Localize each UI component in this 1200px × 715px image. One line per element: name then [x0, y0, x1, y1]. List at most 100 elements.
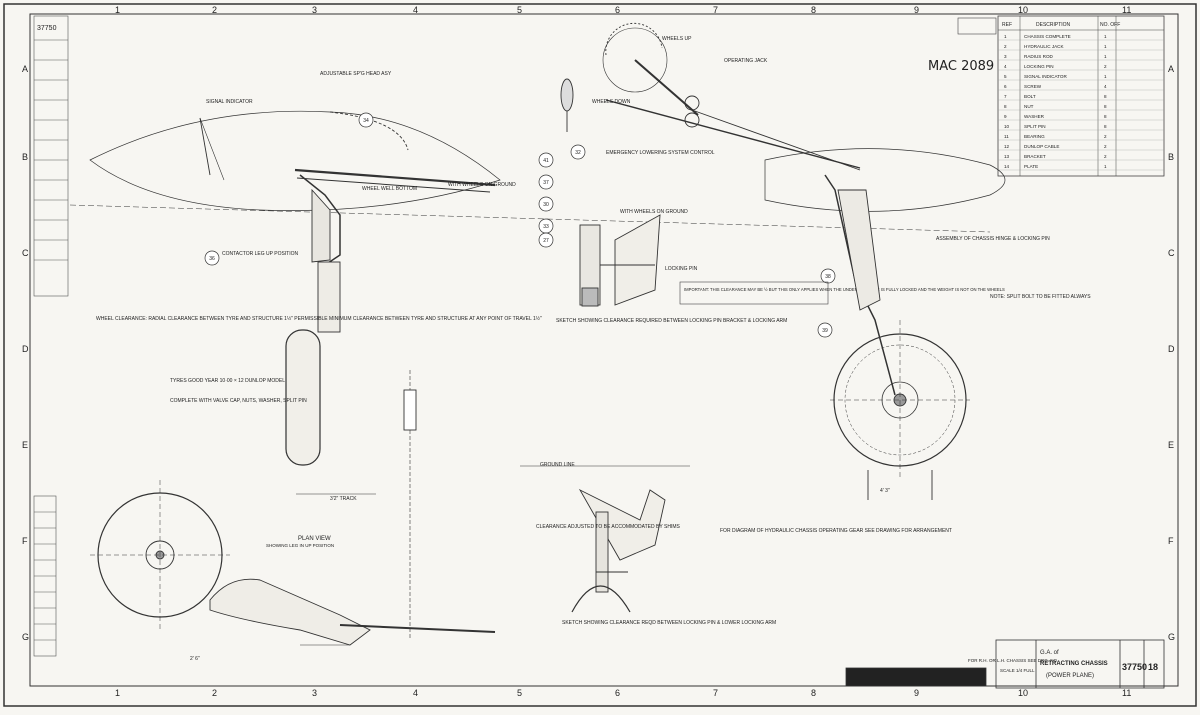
svg-text:33: 33 — [543, 224, 549, 230]
operating-jack-label: OPERATING JACK — [724, 58, 768, 64]
scale-label: SCALE 1/4 FULL — [1000, 668, 1035, 673]
grid-col-bottom-1: 1 — [115, 688, 120, 698]
grid-col-bottom-6: 6 — [615, 688, 620, 698]
side-view-leg — [69, 110, 991, 640]
parts-row-desc: SCREW — [1024, 84, 1042, 89]
parts-header-qty: NO. OFF — [1100, 22, 1120, 28]
grid-row-B: B — [22, 152, 28, 162]
grid-row-C: C — [22, 248, 29, 258]
plan-view-dimension: 2' 6" — [190, 656, 200, 662]
plan-view — [90, 480, 496, 646]
grid-col-8: 8 — [811, 5, 816, 15]
parts-row-desc: HYDRAULIC JACK — [1024, 44, 1065, 49]
parts-row-ref: 7 — [1004, 94, 1007, 99]
left-revision-strip — [33, 15, 69, 657]
ground-line-label: GROUND LINE — [540, 462, 575, 468]
important-note-box: IMPORTANT: THIS CLEARANCE MAY BE ½ BUT T… — [679, 281, 1005, 305]
grid-col-4: 4 — [413, 5, 418, 15]
grid-col-5: 5 — [517, 5, 522, 15]
grid-row-right-D: D — [1168, 344, 1175, 354]
track-dimension: 3'2" TRACK — [330, 496, 357, 502]
signal-indicator-label: SIGNAL INDICATOR — [206, 99, 253, 105]
grid-col-bottom-9: 9 — [914, 688, 919, 698]
callout-32: 32 — [570, 144, 586, 160]
svg-text:39: 39 — [822, 328, 828, 334]
drawing-number: 37750 — [1122, 662, 1147, 672]
chassis-reference-note: FOR R.H. OR L.H. CHASSIS SEE DRG. NO. — [968, 658, 1058, 663]
svg-text:37: 37 — [543, 180, 549, 186]
parts-row-ref: 4 — [1004, 64, 1007, 69]
complete-with-note: COMPLETE WITH VALVE CAP, NUTS, WASHER, S… — [170, 398, 307, 404]
grid-row-right-E: E — [1168, 440, 1174, 450]
grid-col-bottom-10: 10 — [1018, 688, 1028, 698]
grid-row-G: G — [22, 632, 29, 642]
svg-text:27: 27 — [543, 238, 549, 244]
parts-row-ref: 1 — [1004, 34, 1007, 39]
parts-row-ref: 13 — [1004, 154, 1010, 159]
grid-row-D: D — [22, 344, 29, 354]
svg-text:32: 32 — [575, 150, 581, 156]
parts-row-qty: 1 — [1104, 34, 1107, 39]
parts-row-desc: PLATE — [1024, 164, 1038, 169]
dimension-right: 4' 3" — [880, 488, 890, 494]
parts-row-ref: 5 — [1004, 74, 1007, 79]
parts-row-qty: 2 — [1104, 64, 1107, 69]
clearance-sketch-bottom — [571, 488, 666, 613]
callout-39: 39 — [817, 322, 833, 338]
parts-row-ref: 2 — [1004, 44, 1007, 49]
parts-row-desc: BOLT — [1024, 94, 1036, 99]
grid-row-right-B: B — [1168, 152, 1174, 162]
parts-row-ref: 11 — [1004, 134, 1009, 139]
parts-row-qty: 1 — [1104, 44, 1107, 49]
grid-col-bottom-2: 2 — [212, 688, 217, 698]
sketch-clearance-note: SKETCH SHOWING CLEARANCE REQUIRED BETWEE… — [556, 318, 787, 324]
parts-row-desc: CHASSIS COMPLETE — [1024, 34, 1071, 39]
grid-row-F: F — [22, 536, 28, 546]
parts-row-qty: 4 — [1104, 84, 1107, 89]
right-chassis-view — [764, 148, 1006, 500]
title-line-1: G.A. of — [1040, 650, 1059, 656]
parts-row-qty: 8 — [1104, 114, 1107, 119]
svg-text:36: 36 — [209, 256, 215, 262]
grid-row-A: A — [22, 64, 28, 74]
grid-row-right-A: A — [1168, 64, 1174, 74]
svg-text:38: 38 — [825, 274, 831, 280]
title-block — [845, 639, 1165, 689]
grid-col-bottom-4: 4 — [413, 688, 418, 698]
callout-27: 27 — [538, 232, 554, 248]
parts-row-qty: 8 — [1104, 124, 1107, 129]
parts-row-qty: 2 — [1104, 134, 1107, 139]
drawing-number-side: 37750 — [37, 25, 57, 32]
parts-row-ref: 12 — [1004, 144, 1010, 149]
plan-view-title: PLAN VIEW — [298, 536, 331, 542]
emergency-lowering-label: EMERGENCY LOWERING SYSTEM CONTROL — [606, 150, 715, 156]
callout-30: 30 — [538, 196, 554, 212]
outer-border — [3, 3, 1197, 707]
parts-row-desc: WASHER — [1024, 114, 1045, 119]
parts-row-desc: DUNLOP CABLE — [1024, 144, 1059, 149]
parts-row-qty: 2 — [1104, 154, 1107, 159]
grid-col-bottom-7: 7 — [713, 688, 718, 698]
callout-37: 37 — [538, 174, 554, 190]
contactor-label: CONTACTOR LEG UP POSITION — [222, 251, 299, 257]
parts-row-desc: LOCKING PIN — [1024, 64, 1054, 69]
handwritten-reference: MAC 2089 — [928, 59, 994, 74]
clearance-adjusted-note: CLEARANCE ADJUSTED TO BE ACCOMMODATED BY… — [536, 524, 680, 530]
title-line-3: (POWER PLANE) — [1046, 673, 1094, 679]
grid-col-9: 9 — [914, 5, 919, 15]
svg-text:30: 30 — [543, 202, 549, 208]
split-bolt-note: NOTE: SPLIT BOLT TO BE FITTED ALWAYS — [990, 294, 1091, 300]
grid-col-7: 7 — [713, 5, 718, 15]
parts-row-qty: 2 — [1104, 144, 1107, 149]
assembly-locking-label: ASSEMBLY OF CHASSIS HINGE & LOCKING PIN — [936, 236, 1050, 242]
ground-wheels-label: WITH WHEELS ON GROUND — [620, 209, 688, 215]
grid-col-bottom-3: 3 — [312, 688, 317, 698]
wheel-well-label: WHEEL WELL BOTTOM — [362, 186, 417, 192]
grid-col-bottom-8: 8 — [811, 688, 816, 698]
callout-41: 41 — [538, 152, 554, 168]
